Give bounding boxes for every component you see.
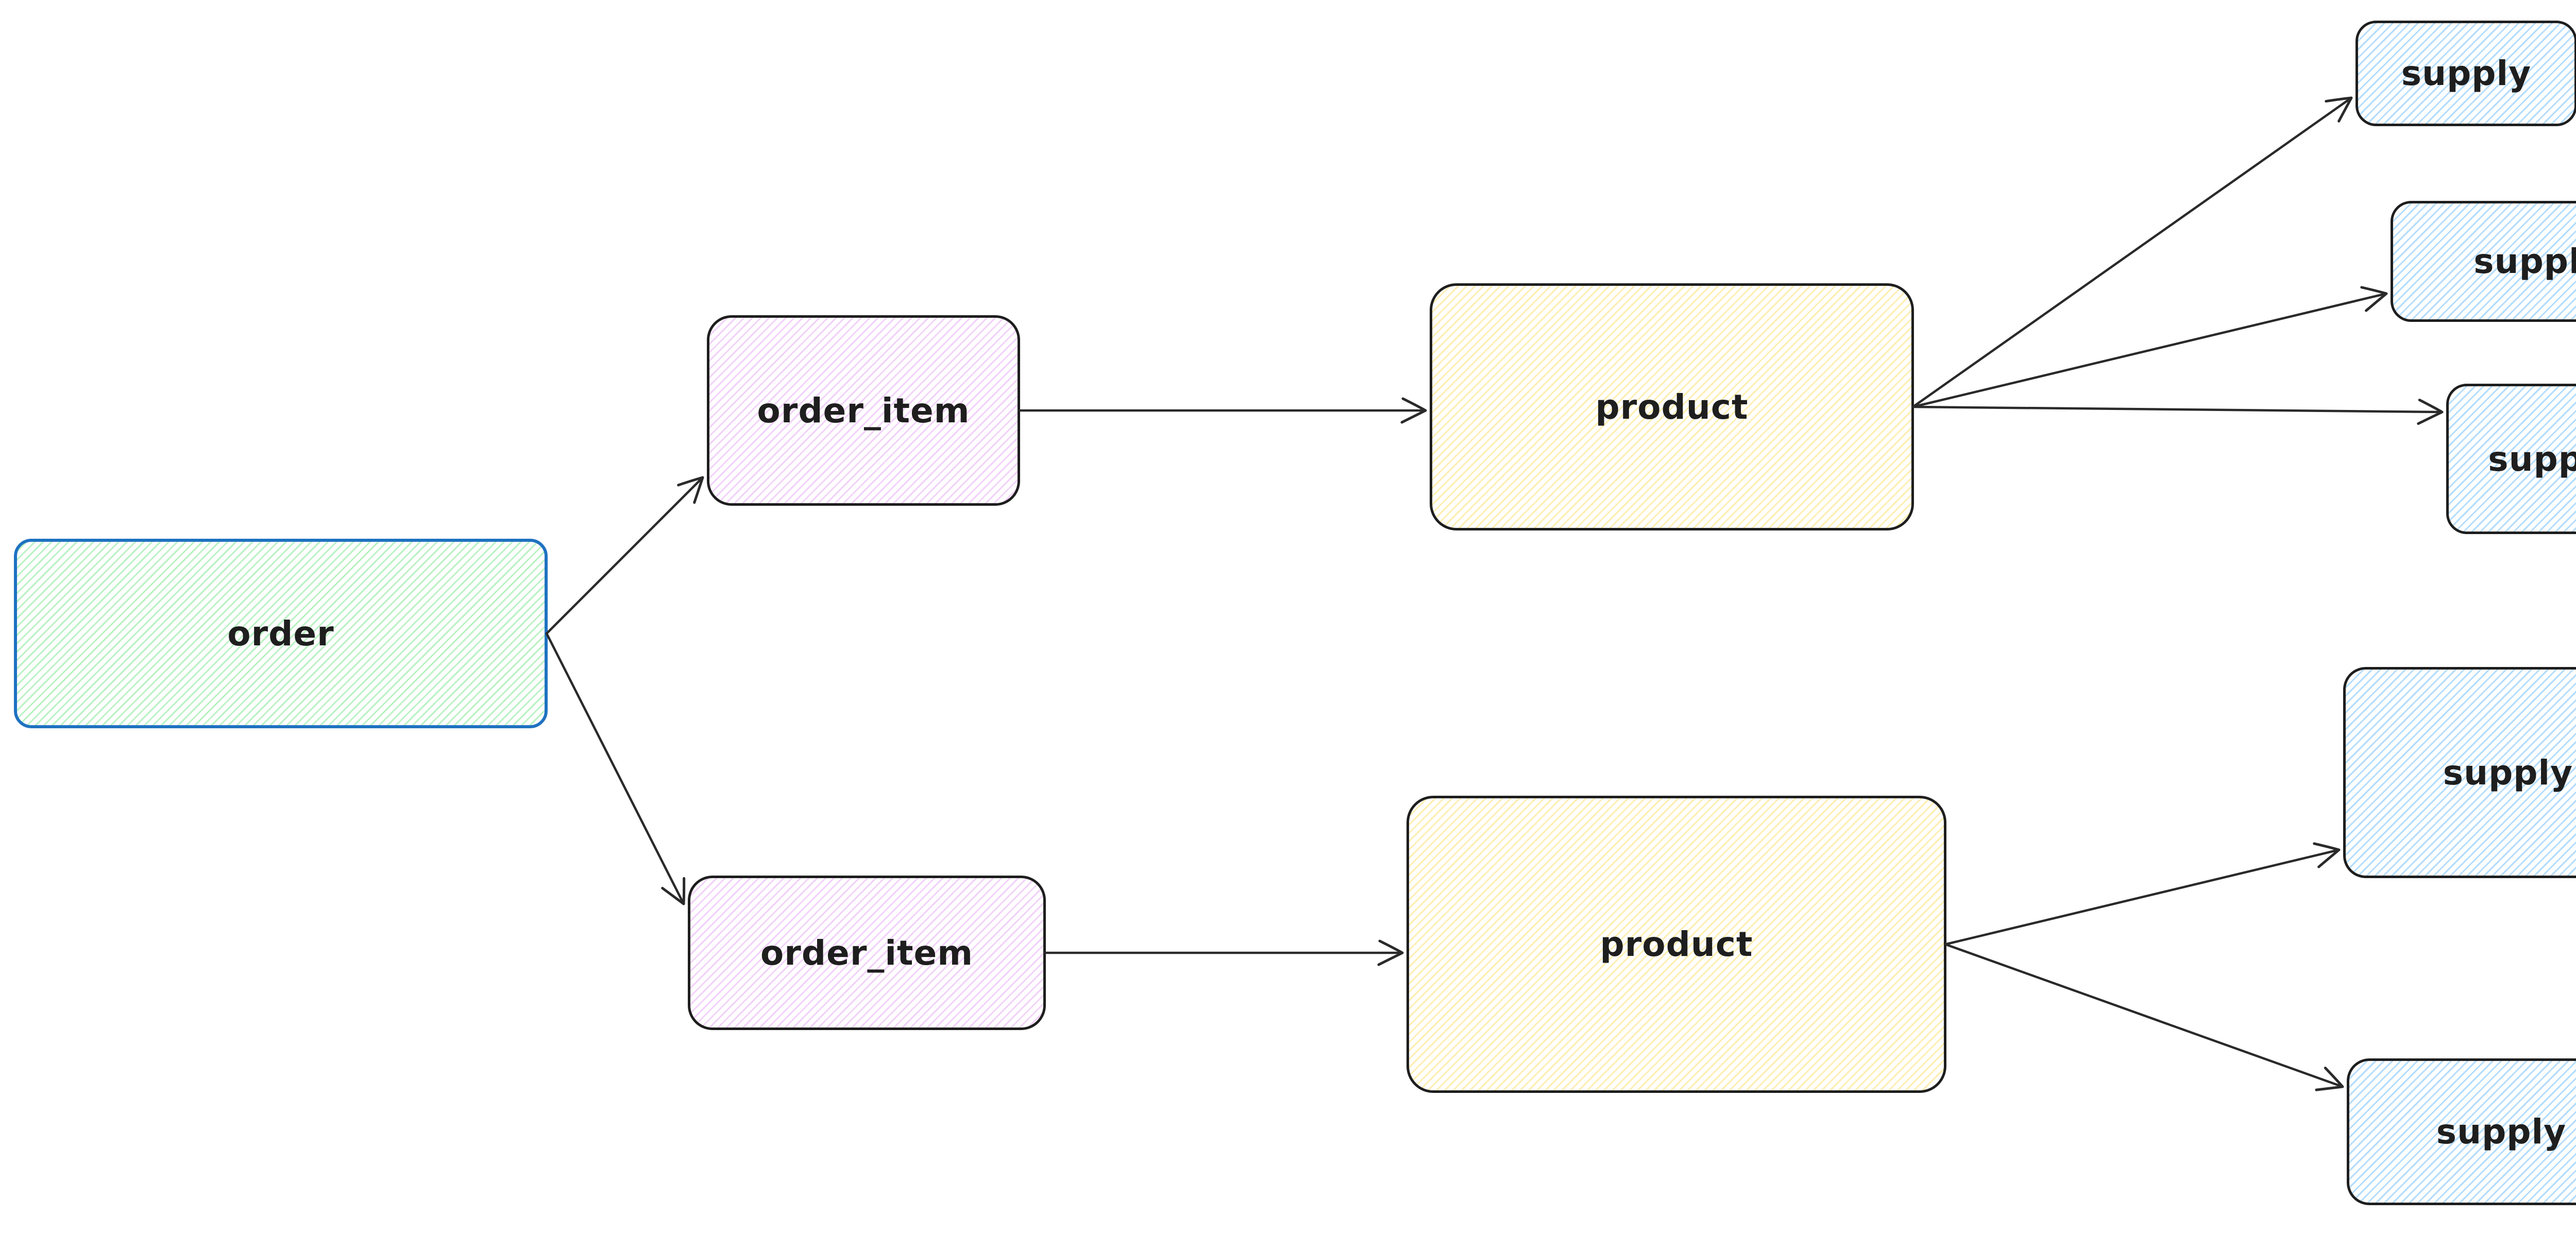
node-order-label: order bbox=[227, 613, 334, 654]
node-product-bottom-label: product bbox=[1600, 924, 1753, 964]
node-product-top-label: product bbox=[1595, 387, 1749, 427]
node-product-top[interactable]: product bbox=[1430, 283, 1914, 530]
edge-product_2-to-supply_4[interactable] bbox=[1944, 842, 2341, 946]
node-product-bottom[interactable]: product bbox=[1406, 796, 1946, 1093]
edge-order-to-order_item_1[interactable] bbox=[545, 476, 704, 635]
node-supply-1-label: supply bbox=[2401, 54, 2532, 93]
edge-product_2-to-supply_5[interactable] bbox=[1944, 943, 2344, 1091]
node-supply-4-label: supply bbox=[2443, 752, 2573, 793]
edge-order-to-order_item_2[interactable] bbox=[545, 632, 686, 905]
node-supply-5-label: supply bbox=[2436, 1112, 2567, 1152]
node-supply-3-label: supply bbox=[2488, 439, 2576, 479]
node-supply-4[interactable]: supply bbox=[2343, 667, 2576, 878]
node-supply-5[interactable]: supply bbox=[2347, 1058, 2576, 1205]
node-supply-2[interactable]: supply bbox=[2391, 201, 2576, 322]
node-order-item-top-label: order_item bbox=[757, 390, 970, 431]
node-supply-3[interactable]: supply bbox=[2446, 384, 2576, 534]
node-order-item-top[interactable]: order_item bbox=[707, 315, 1020, 506]
node-order-item-bottom[interactable]: order_item bbox=[688, 876, 1046, 1030]
node-order-item-bottom-label: order_item bbox=[760, 933, 974, 973]
edge-product_1-to-supply_3[interactable] bbox=[1911, 399, 2444, 425]
edge-product_1-to-supply_1[interactable] bbox=[1911, 96, 2353, 408]
edge-product_1-to-supply_2[interactable] bbox=[1911, 286, 2388, 408]
node-order[interactable]: order bbox=[14, 539, 548, 728]
node-supply-1[interactable]: supply bbox=[2355, 21, 2576, 126]
node-supply-2-label: supply bbox=[2473, 242, 2576, 281]
